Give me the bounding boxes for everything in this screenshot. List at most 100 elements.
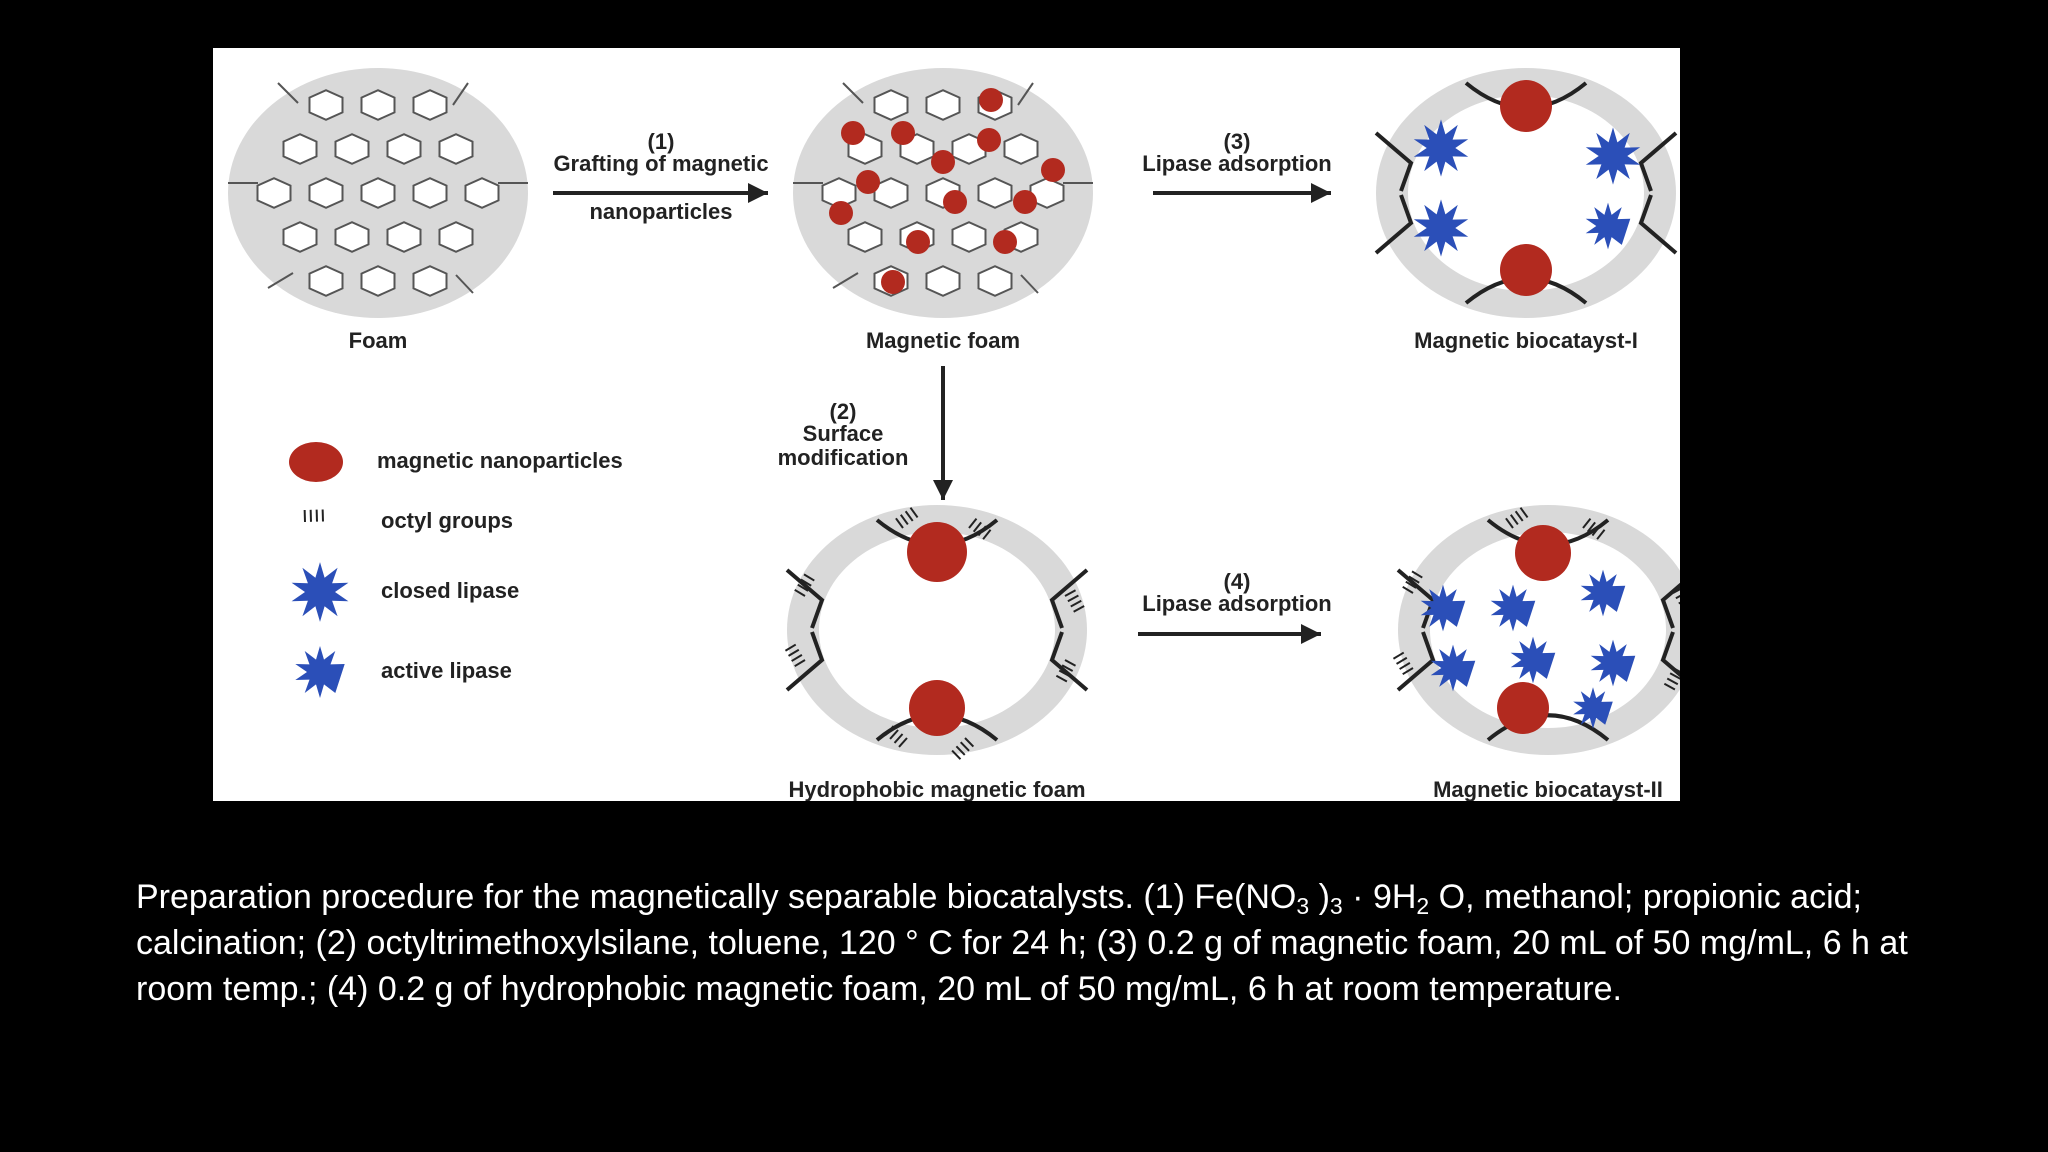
foam-pore [438, 221, 474, 253]
step4-label: Lipase adsorption [1142, 591, 1332, 616]
octyl-group [982, 529, 992, 540]
legend-label-closed-lipase: closed lipase [381, 578, 520, 603]
magnetic-nanoparticle [993, 230, 1017, 254]
octyl-group [964, 737, 975, 748]
octyl-group [1591, 525, 1601, 537]
foam-strut [452, 82, 469, 106]
biocatalyst-1-pore-wall [1638, 131, 1678, 192]
octyl-group [1519, 507, 1529, 518]
octyl-group [977, 525, 987, 537]
active-lipase [1585, 202, 1631, 250]
foam-node [228, 68, 528, 318]
legend-label-active-lipase: active lipase [381, 658, 512, 683]
octyl-group [884, 725, 895, 736]
active-lipase [1510, 636, 1556, 684]
hydrophobic-foam-pore-wall [785, 631, 825, 692]
closed-lipase [1585, 127, 1641, 185]
magnetic-foam-pore [951, 221, 987, 253]
magnetic-nanoparticle [977, 128, 1001, 152]
active-lipase [1490, 584, 1536, 632]
node-label-biocatalyst-1: Magnetic biocatayst-I [1414, 328, 1638, 353]
magnetic-nanoparticle [856, 170, 880, 194]
hydrophobic-foam-pore-wall [785, 568, 825, 629]
magnetic-nanoparticle [841, 121, 865, 145]
octyl-group [1408, 575, 1420, 584]
magnetic-nanoparticle [1500, 244, 1552, 296]
step2-number: (2) [829, 399, 857, 424]
active-lipase [1430, 644, 1476, 692]
legend-label-nanoparticles: magnetic nanoparticles [377, 448, 623, 473]
legend [289, 442, 349, 698]
biocatalyst-1-pore-wall [1638, 194, 1678, 255]
caption-part-3: · 9H [1352, 878, 1417, 916]
foam-strut [277, 82, 299, 104]
node-label-hydrophobic-foam: Hydrophobic magnetic foam [788, 777, 1086, 801]
legend-swatch-closed-lipase [291, 562, 349, 622]
step1-label-line1: Grafting of magnetic [553, 151, 769, 176]
octyl-group [784, 643, 797, 652]
arrow-step4-head [1301, 624, 1321, 644]
foam-pore [334, 221, 370, 253]
foam-pore [256, 177, 292, 209]
octyl-group [797, 583, 809, 592]
magnetic-nanoparticle [1500, 80, 1552, 132]
foam-pore [308, 265, 344, 297]
step2-label-line1: Surface [802, 421, 884, 446]
octyl-group [1064, 589, 1077, 597]
caption-sub-3: 2 [1416, 893, 1430, 919]
octyl-group [972, 521, 982, 533]
octyl-group [1514, 510, 1524, 522]
biocatalyst-2-cavity [1430, 532, 1666, 728]
octyl-group [899, 514, 909, 526]
octyl-group [955, 745, 966, 756]
hydrophobic-foam-node [784, 505, 1089, 760]
octyl-group [1070, 599, 1082, 608]
foam-strut [455, 274, 474, 294]
foam-pore [464, 177, 500, 209]
octyl-group [1396, 656, 1408, 665]
octyl-group [1596, 529, 1606, 540]
node-label-foam: Foam [348, 328, 408, 353]
biocatalyst-1-pore-wall [1374, 131, 1414, 192]
octyl-group [1663, 682, 1676, 691]
magnetic-foam-strut [1017, 82, 1034, 106]
foam-pore [412, 89, 448, 121]
octyl-group [1505, 517, 1514, 529]
foam-pore [282, 221, 318, 253]
biocatalyst-2-pore-wall [1396, 631, 1436, 692]
foam-pore [360, 265, 396, 297]
magnetic-foam-pore [977, 265, 1013, 297]
active-lipase [1573, 687, 1613, 729]
foam-pore [386, 221, 422, 253]
magnetic-nanoparticle [943, 190, 967, 214]
caption-part-4: O, methanol; propionic acid; calcination… [136, 878, 1908, 1008]
octyl-group [1061, 664, 1074, 672]
magnetic-foam-node [793, 68, 1093, 318]
legend-swatch-nanoparticle [289, 442, 343, 482]
octyl-group [893, 733, 904, 744]
octyl-group [1669, 672, 1680, 680]
biocatalyst-1-pore-wall [1374, 194, 1414, 255]
foam-pore [308, 89, 344, 121]
octyl-group [791, 654, 803, 662]
octyl-group [909, 507, 919, 518]
step2-label-line2: modification [777, 445, 909, 470]
legend-swatch-active-lipase [295, 646, 345, 698]
magnetic-nanoparticle [1515, 525, 1571, 581]
octyl-group [1666, 677, 1679, 686]
octyl-group [968, 517, 978, 529]
hydrophobic-foam-pore-wall [1049, 568, 1089, 629]
magnetic-nanoparticle [881, 270, 905, 294]
magnetic-foam-pore [873, 89, 909, 121]
caption-sub-1: 3 [1296, 893, 1310, 919]
scheme-figure: (1) Grafting of magnetic nanoparticles (… [213, 48, 1680, 801]
magnetic-nanoparticle [906, 230, 930, 254]
magnetic-foam-strut [832, 272, 859, 289]
octyl-group [1675, 594, 1680, 600]
step1-label-line2: nanoparticles [589, 199, 733, 224]
magnetic-foam-pore [977, 177, 1013, 209]
active-lipase [1420, 584, 1466, 632]
octyl-group [794, 588, 806, 597]
biocatalyst-2-pocket-wall [1486, 713, 1610, 742]
octyl-group [788, 648, 800, 657]
